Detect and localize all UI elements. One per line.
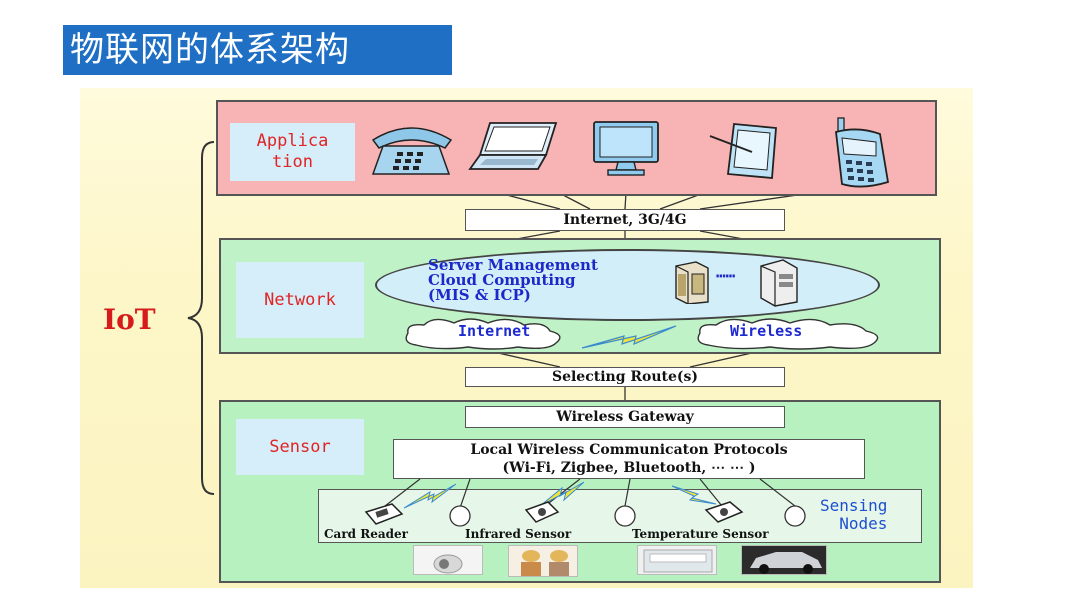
- server-management-text: Server Management Cloud Computing (MIS &…: [428, 258, 598, 303]
- server-icon: [760, 259, 798, 307]
- application-layer-label: Applica tion: [230, 123, 355, 181]
- protocols-line-1: Local Wireless Communicaton Protocols: [470, 442, 788, 458]
- wireless-gateway-bar: Wireless Gateway: [465, 406, 785, 428]
- selecting-route-bar: Selecting Route(s): [465, 367, 785, 387]
- lightning-icon: [581, 325, 677, 349]
- internet-cloud-label: Internet: [458, 322, 531, 340]
- temperature-sensor-icon: [704, 501, 744, 523]
- monitor-icon: [593, 121, 659, 176]
- server-line-2: Cloud Computing: [428, 271, 576, 289]
- mobile-phone-icon: [835, 117, 890, 188]
- node-infrared-sensor-label: Infrared Sensor: [465, 527, 572, 541]
- internet-3g-4g-bar: Internet, 3G/4G: [465, 209, 785, 231]
- node-temperature-sensor-label: Temperature Sensor: [632, 527, 769, 541]
- workers-photo: [508, 545, 578, 577]
- camera-photo: [413, 545, 483, 575]
- brace-icon: [187, 141, 215, 495]
- car-photo: [741, 545, 827, 575]
- local-wireless-protocols-bar: Local Wireless Communicaton Protocols (W…: [393, 439, 865, 479]
- internet-cloud-icon: [405, 318, 561, 350]
- infrared-sensor-icon: [524, 501, 560, 523]
- tablet-icon: [709, 123, 777, 179]
- network-layer-label: Network: [236, 262, 364, 338]
- wireless-cloud-icon: [697, 318, 879, 350]
- server-icon: [675, 261, 709, 304]
- page-title: 物联网的体系架构: [70, 30, 350, 70]
- node-card-reader-label: Card Reader: [324, 527, 408, 541]
- thermostat-photo: [637, 545, 717, 575]
- server-ellipsis: ⋯⋯: [716, 266, 736, 285]
- telephone-icon: [371, 127, 453, 175]
- sensing-nodes-label: Sensing Nodes: [820, 496, 888, 533]
- wireless-cloud-label: Wireless: [730, 322, 803, 340]
- card-reader-icon: [364, 503, 404, 525]
- title-bar: [63, 25, 452, 75]
- iot-label: IoT: [103, 303, 156, 336]
- laptop-icon: [468, 122, 558, 170]
- protocols-line-2: (Wi-Fi, Zigbee, Bluetooth, ⋯ ⋯ ): [502, 460, 756, 476]
- server-line-1: Server Management: [428, 256, 598, 274]
- server-line-3: (MIS & ICP): [428, 286, 531, 304]
- sensor-layer-label: Sensor: [236, 419, 364, 475]
